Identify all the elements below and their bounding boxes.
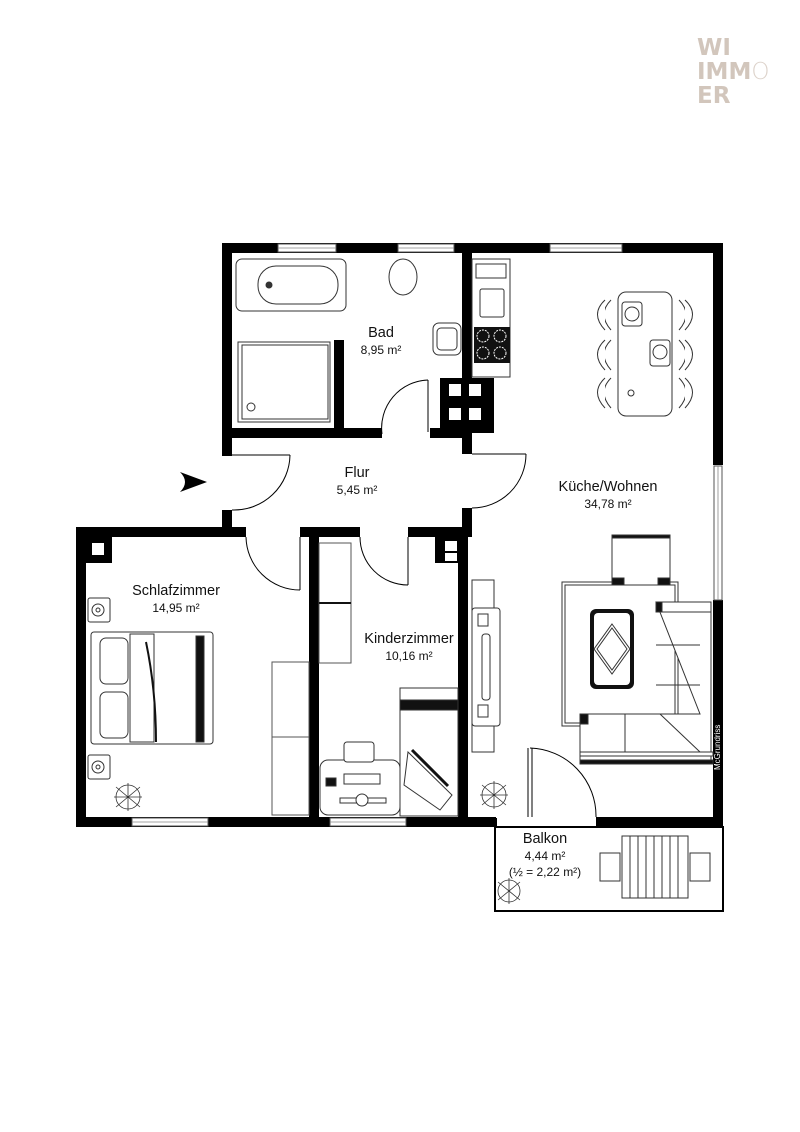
- room-name: Balkon: [522, 831, 568, 847]
- room-name: Kinderzimmer: [364, 631, 454, 647]
- room-area: 8,95 m²: [360, 343, 402, 357]
- balcony-outline: [494, 826, 724, 912]
- logo-line-1: WI: [697, 35, 731, 61]
- room-area: 4,44 m²: [524, 849, 566, 863]
- room-name: Flur: [344, 465, 370, 481]
- kids-bed-icon: [399, 687, 459, 817]
- tv-sideboard-icon: [471, 579, 501, 753]
- room-area: 34,78 m²: [584, 497, 632, 511]
- room-name: Bad: [368, 325, 394, 341]
- armchair-icon: [611, 534, 671, 586]
- wimmer-logo: WI IMMO ER: [697, 35, 770, 109]
- room-label-balkon: Balkon 4,44 m² (½ = 2,22 m²): [509, 830, 581, 880]
- dining-table-icon: [597, 291, 693, 417]
- walls: [76, 243, 723, 828]
- room-label-bad: Bad 8,95 m²: [361, 324, 402, 358]
- shelf-icon: [318, 542, 352, 664]
- nightstand-icon: [87, 597, 111, 780]
- desk-icon: [319, 741, 401, 816]
- room-label-kueche-wohnen: Küche/Wohnen 34,78 m²: [559, 478, 658, 512]
- bed-icon: [90, 631, 214, 745]
- doors: [231, 379, 597, 818]
- room-area: 10,16 m²: [385, 649, 433, 663]
- room-area: 14,95 m²: [152, 601, 200, 615]
- logo-line-3: ER: [697, 83, 731, 109]
- shower-icon: [237, 341, 331, 423]
- entrance-arrow-icon: [180, 472, 207, 492]
- room-name: Schlafzimmer: [132, 583, 220, 599]
- toilet-icon: [388, 258, 418, 296]
- plant-icon: [114, 783, 142, 811]
- room-label-schlafzimmer: Schlafzimmer 14,95 m²: [132, 582, 220, 616]
- stove-icon: [474, 327, 510, 363]
- room-area: 5,45 m²: [336, 483, 378, 497]
- plant-icon: [497, 878, 521, 904]
- wardrobe-icon: [271, 661, 310, 816]
- bathtub-icon: [235, 258, 347, 312]
- room-area-half: (½ = 2,22 m²): [508, 865, 582, 879]
- sofa-icon: [579, 601, 714, 765]
- logo-line-2-light: O: [751, 59, 770, 85]
- logo-line-2: IMM: [697, 59, 752, 85]
- room-label-flur: Flur 5,45 m²: [337, 464, 378, 498]
- credit-text: McGrundriss: [713, 724, 722, 770]
- room-name: Küche/Wohnen: [558, 479, 658, 495]
- room-label-kinderzimmer: Kinderzimmer 10,16 m²: [364, 630, 453, 664]
- coffee-table-icon: [590, 609, 634, 689]
- balcony-table-icon: [599, 835, 711, 899]
- sink-icon: [432, 322, 462, 356]
- plant-icon: [480, 781, 508, 809]
